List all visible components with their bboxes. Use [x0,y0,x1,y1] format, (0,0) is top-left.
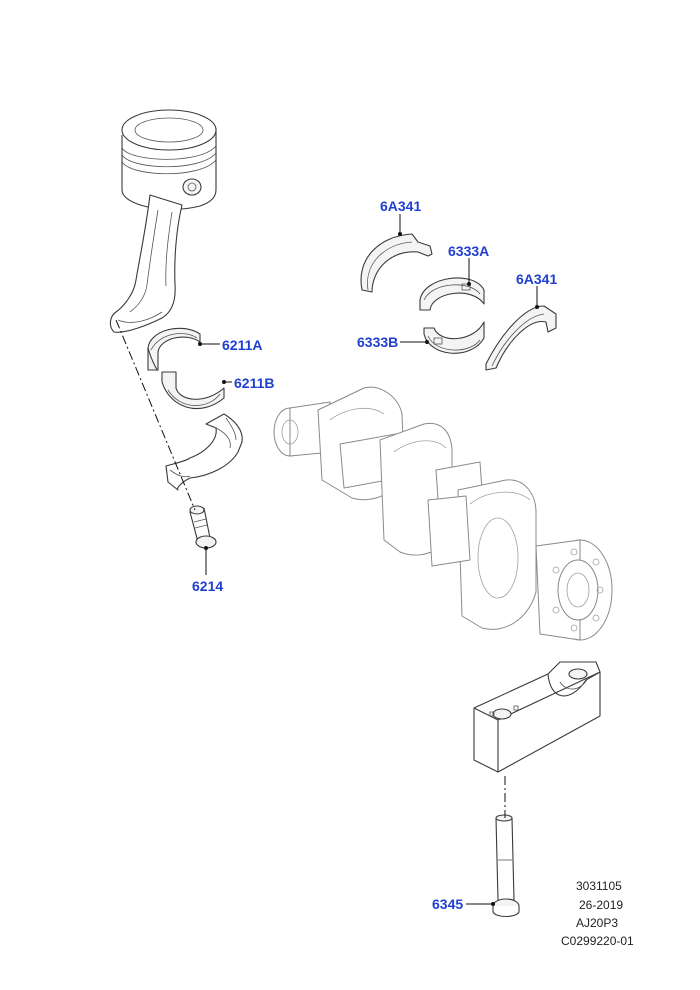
crankshaft[interactable] [273,386,613,641]
piston[interactable] [121,109,217,210]
info-line-3: AJ20P3 [576,916,618,930]
thrust-washer-6a341-right[interactable] [485,305,557,371]
callout-6345[interactable]: 6345 [432,896,463,912]
main-bearing-6333a[interactable] [419,277,485,311]
callout-6333b[interactable]: 6333B [357,334,398,350]
connecting-rod-cap[interactable] [165,413,243,491]
bearing-6211b[interactable] [161,371,225,410]
info-line-1: 3031105 [576,879,622,893]
callout-6a341-left[interactable]: 6A341 [380,198,421,214]
callout-6a341-right[interactable]: 6A341 [516,271,557,287]
info-line-2: 26-2019 [579,898,623,912]
callout-6211a[interactable]: 6211A [222,337,262,353]
callout-6211b[interactable]: 6211B [234,375,274,391]
assembly-centreline [115,319,196,511]
callout-6214[interactable]: 6214 [192,578,223,594]
main-bearing-cap[interactable] [473,661,601,773]
connecting-rod[interactable] [109,194,183,333]
main-bearing-6333b[interactable] [423,321,485,354]
main-bolt-6345[interactable] [492,814,520,918]
callout-6333a[interactable]: 6333A [448,243,489,259]
bearing-6211a[interactable] [147,327,201,371]
leader-lines [198,214,539,906]
thrust-washer-6a341-left[interactable] [360,233,433,293]
rod-bolt-6214[interactable] [189,505,217,549]
info-line-4: C0299220-01 [561,934,634,948]
